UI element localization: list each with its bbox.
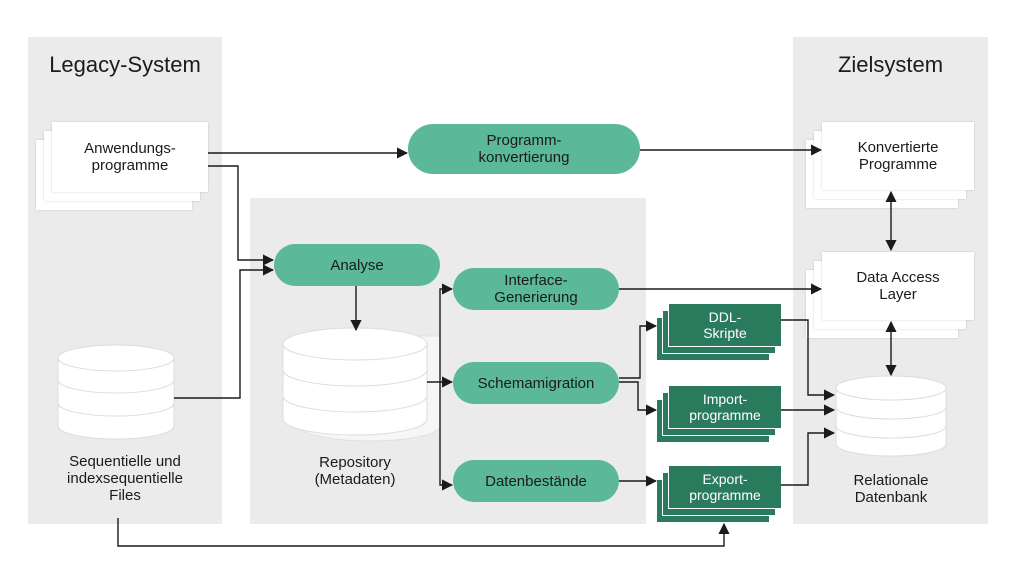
relational-database-label: Relationale Datenbank [853, 472, 929, 506]
repository-database-icon [282, 327, 441, 442]
analysis-process: Analyse [274, 244, 440, 286]
import-programs-artifact: Import- programme [669, 386, 781, 428]
applications-doc: Anwendungs- programme [52, 122, 208, 192]
repository-label: Repository (Metadaten) [314, 454, 396, 488]
data-access-layer-doc: Data Access Layer [822, 252, 974, 320]
converted-programs-doc: Konvertierte Programme [822, 122, 974, 190]
sequential-files-database-icon [57, 344, 175, 440]
relational-database-icon [835, 375, 947, 457]
target-system-title: Zielsystem [837, 52, 944, 77]
legacy-system-title: Legacy-System [49, 52, 201, 77]
ddl-scripts-artifact: DDL- Skripte [669, 304, 781, 346]
interface-generation-process: Interface- Generierung [453, 268, 619, 310]
program-conversion-process: Programm- konvertierung [408, 124, 640, 174]
data-stock-process: Datenbestände [453, 460, 619, 502]
export-programs-artifact: Export- programme [669, 466, 781, 508]
sequential-files-label: Sequentielle und indexsequentielle Files [67, 453, 183, 504]
legacy-system-panel [28, 37, 222, 524]
schema-migration-process: Schemamigration [453, 362, 619, 404]
